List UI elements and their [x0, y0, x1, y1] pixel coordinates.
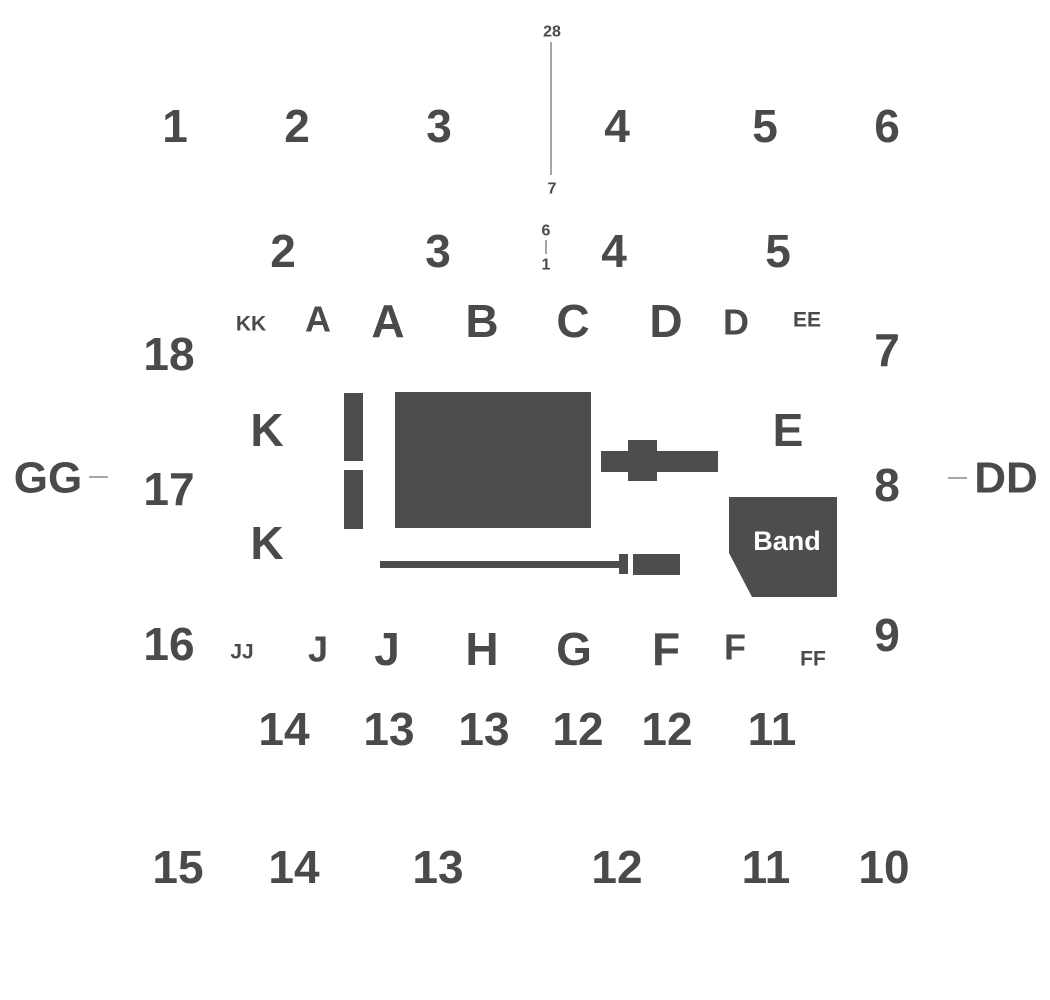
- section-17[interactable]: 17: [143, 463, 194, 515]
- section-jj[interactable]: JJ: [230, 641, 253, 664]
- section-a-small[interactable]: A: [305, 299, 331, 340]
- section-ee[interactable]: EE: [793, 309, 821, 332]
- section-dd[interactable]: DD: [974, 454, 1038, 503]
- section-gg[interactable]: GG: [14, 454, 82, 503]
- center-marker-1: 1: [542, 257, 551, 274]
- section-j[interactable]: J: [374, 623, 400, 675]
- band-label: Band: [753, 526, 821, 556]
- section-4-upper[interactable]: 4: [604, 100, 630, 152]
- section-c[interactable]: C: [556, 295, 589, 347]
- section-k-lower[interactable]: K: [250, 517, 283, 569]
- section-g[interactable]: G: [556, 623, 592, 675]
- section-6[interactable]: 6: [874, 100, 900, 152]
- section-18[interactable]: 18: [143, 328, 194, 380]
- band-area[interactable]: [729, 497, 837, 597]
- section-d[interactable]: D: [649, 295, 682, 347]
- section-7[interactable]: 7: [874, 324, 900, 376]
- center-marker-6: 6: [542, 223, 551, 240]
- section-2-middle[interactable]: 2: [270, 225, 296, 277]
- section-4-middle[interactable]: 4: [601, 225, 627, 277]
- section-12-middle-right[interactable]: 12: [641, 703, 692, 755]
- section-3-upper[interactable]: 3: [426, 100, 452, 152]
- section-12-bottom[interactable]: 12: [591, 841, 642, 893]
- section-3-middle[interactable]: 3: [425, 225, 451, 277]
- section-a[interactable]: A: [371, 295, 404, 347]
- section-f[interactable]: F: [652, 623, 680, 675]
- section-11-bottom[interactable]: 11: [742, 841, 791, 893]
- section-8[interactable]: 8: [874, 459, 900, 511]
- section-9[interactable]: 9: [874, 609, 900, 661]
- section-14-bottom[interactable]: 14: [268, 841, 320, 893]
- section-13-middle-right[interactable]: 13: [458, 703, 509, 755]
- lower-catwalk-end: [619, 554, 628, 574]
- section-11-middle[interactable]: 11: [748, 703, 797, 755]
- section-kk[interactable]: KK: [236, 313, 266, 336]
- left-stage-bar-bottom: [344, 470, 363, 529]
- section-k-upper[interactable]: K: [250, 404, 283, 456]
- section-12-middle-left[interactable]: 12: [552, 703, 603, 755]
- section-h[interactable]: H: [465, 623, 498, 675]
- runway-center-block: [628, 440, 657, 481]
- section-13-bottom[interactable]: 13: [412, 841, 463, 893]
- section-f-small[interactable]: F: [724, 627, 746, 668]
- section-10[interactable]: 10: [858, 841, 909, 893]
- section-ff[interactable]: FF: [800, 648, 826, 671]
- section-d-small[interactable]: D: [723, 302, 749, 343]
- section-15[interactable]: 15: [152, 841, 203, 893]
- section-j-small[interactable]: J: [308, 629, 328, 670]
- section-5-middle[interactable]: 5: [765, 225, 791, 277]
- center-marker-28: 28: [543, 24, 561, 41]
- runway-horizontal: [601, 451, 718, 472]
- center-marker-7: 7: [548, 181, 557, 198]
- left-stage-bar-top: [344, 393, 363, 461]
- section-1[interactable]: 1: [162, 100, 188, 152]
- lower-catwalk-line: [380, 561, 620, 568]
- section-e[interactable]: E: [773, 404, 804, 456]
- section-2-upper[interactable]: 2: [284, 100, 310, 152]
- section-16[interactable]: 16: [143, 618, 194, 670]
- section-13-middle-left[interactable]: 13: [363, 703, 414, 755]
- lower-platform: [633, 554, 680, 575]
- main-stage: [395, 392, 591, 528]
- section-5-upper[interactable]: 5: [752, 100, 778, 152]
- section-b[interactable]: B: [465, 295, 498, 347]
- section-14-middle[interactable]: 14: [258, 703, 310, 755]
